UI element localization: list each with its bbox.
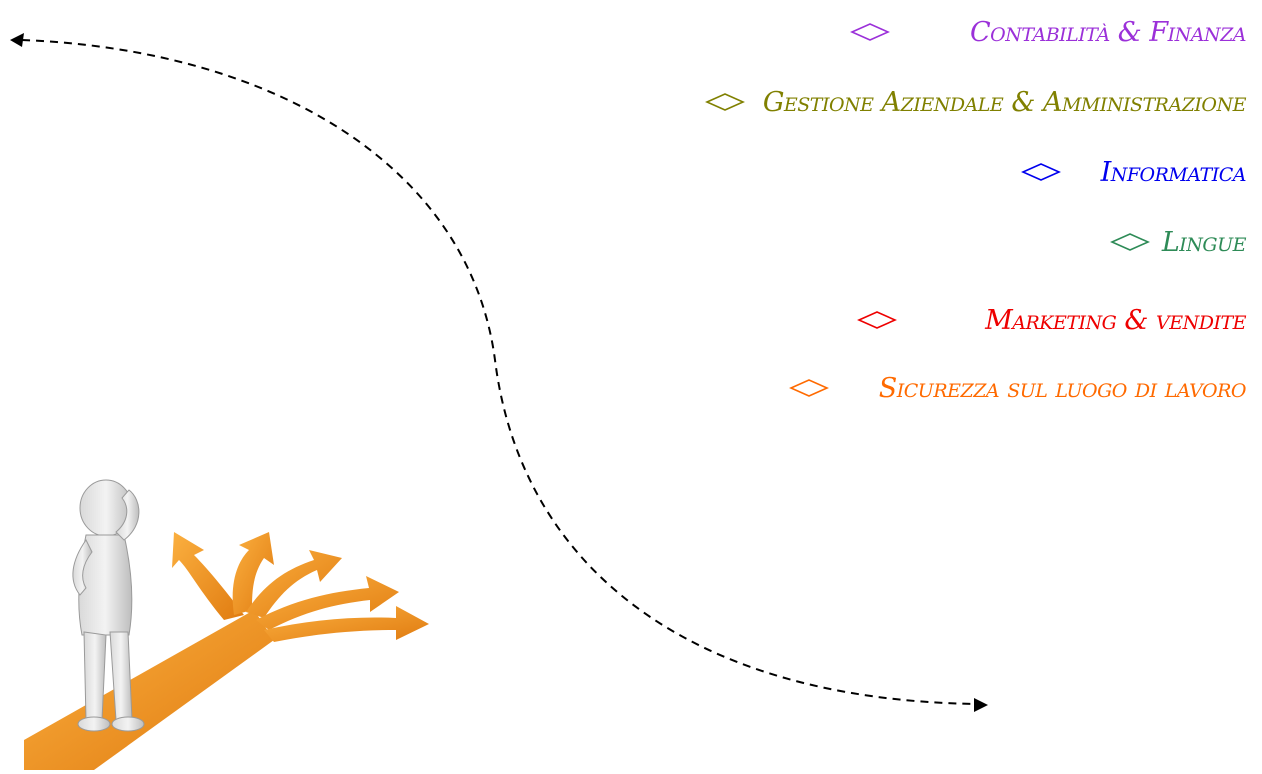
diamond-outline-icon (704, 93, 745, 111)
menu-item-label: Informatica (1100, 156, 1247, 188)
menu-item-label: Marketing & vendite (985, 304, 1246, 336)
arrowhead-left-icon (10, 33, 24, 47)
menu-item-lingue[interactable]: Lingue (1109, 222, 1247, 262)
menu-item-label: Gestione Aziendale & Amministrazione (762, 86, 1247, 118)
arrowhead-right-icon (974, 698, 988, 712)
diamond-outline-icon (857, 311, 898, 329)
menu-item-sicurezza-lavoro[interactable]: Sicurezza sul luogo di lavoro (788, 368, 1247, 408)
thinking-person-figure (72, 479, 145, 732)
diamond-outline-icon (1020, 163, 1061, 181)
menu-item-informatica[interactable]: Informatica (1020, 152, 1247, 192)
menu-item-label: Sicurezza sul luogo di lavoro (878, 372, 1247, 404)
orange-road (24, 610, 274, 770)
dashed-arc-path (21, 39, 979, 705)
menu-item-marketing-vendite[interactable]: Marketing & vendite (857, 300, 1246, 340)
menu-item-label: Lingue (1161, 226, 1247, 258)
menu-item-gestione-aziendale[interactable]: Gestione Aziendale & Amministrazione (704, 82, 1247, 122)
diamond-outline-icon (850, 23, 890, 41)
diamond-outline-icon (788, 379, 829, 397)
menu-item-label: Contabilità & Finanza (970, 16, 1247, 48)
menu-item-contabilita-finanza[interactable]: Contabilità & Finanza (850, 12, 1247, 52)
branch-arrows (172, 532, 429, 642)
diamond-outline-icon (1109, 233, 1150, 251)
thinking-person-at-crossroads-icon (24, 479, 429, 770)
